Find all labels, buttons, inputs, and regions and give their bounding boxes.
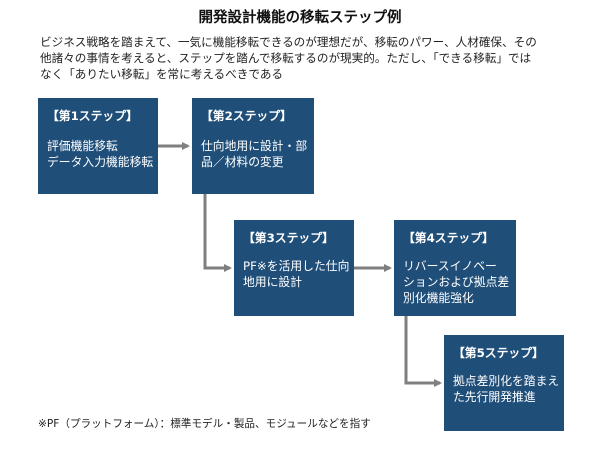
- intro-line: なく「ありたい移転」を常に考えるべきである: [40, 67, 284, 81]
- step-2-box: 【第2ステップ】 仕向地用に設計・部 品／材料の変更: [192, 98, 314, 194]
- intro-line: ビジネス戦略を踏まえて、一気に機能移転できるのが理想だが、移転のパワー、人材確保…: [40, 35, 537, 49]
- step-heading: 【第3ステップ】: [243, 231, 334, 245]
- step-3-box: 【第3ステップ】 PF※を活用した仕向 地用に設計: [234, 220, 354, 316]
- arrow-step2-to-step3: [203, 194, 232, 272]
- step-4-box: 【第4ステップ】 リバースイノベー ションおよび拠点差 別化機能強化: [394, 220, 516, 316]
- step-heading: 【第2ステップ】: [201, 109, 292, 123]
- step-line: た先行開発推進: [453, 390, 536, 404]
- step-heading: 【第1ステップ】: [47, 109, 138, 123]
- step-line: 地用に設計: [243, 275, 302, 289]
- page-title: 開発設計機能の移転ステップ例: [198, 10, 402, 26]
- step-line: 品／材料の変更: [201, 155, 284, 169]
- footnote: ※PF（プラットフォーム）：標準モデル・製品、モジュールなどを指す: [38, 418, 371, 430]
- step-line: リバースイノベー: [403, 259, 497, 273]
- step-line: PF※を活用した仕向: [243, 259, 350, 273]
- step-description: PF※を活用した仕向 地用に設計: [243, 258, 350, 290]
- step-line: ションおよび拠点差: [403, 275, 510, 289]
- step-1-box: 【第1ステップ】 評価機能移転 データ入力機能移転: [38, 98, 158, 194]
- step-heading: 【第4ステップ】: [403, 231, 494, 245]
- intro-text: ビジネス戦略を踏まえて、一気に機能移転できるのが理想だが、移転のパワー、人材確保…: [40, 34, 572, 82]
- step-heading: 【第5ステップ】: [453, 346, 544, 360]
- step-line: データ入力機能移転: [47, 155, 154, 169]
- step-line: 仕向地用に設計・部: [201, 139, 308, 153]
- step-5-box: 【第5ステップ】 拠点差別化を踏まえ た先行開発推進: [444, 335, 564, 431]
- step-description: 拠点差別化を踏まえ た先行開発推進: [453, 373, 560, 405]
- arrow-step4-to-step5: [404, 316, 442, 387]
- step-description: 仕向地用に設計・部 品／材料の変更: [201, 138, 308, 170]
- step-line: 評価機能移転: [47, 139, 118, 153]
- step-line: 別化機能強化: [403, 291, 474, 305]
- step-description: 評価機能移転 データ入力機能移転: [47, 138, 154, 170]
- step-line: 拠点差別化を踏まえ: [453, 374, 560, 388]
- step-description: リバースイノベー ションおよび拠点差 別化機能強化: [403, 258, 510, 306]
- intro-line: 他諸々の事情を考えると、ステップを踏んで移転するのが現実的。ただし、「できる移転…: [40, 51, 532, 65]
